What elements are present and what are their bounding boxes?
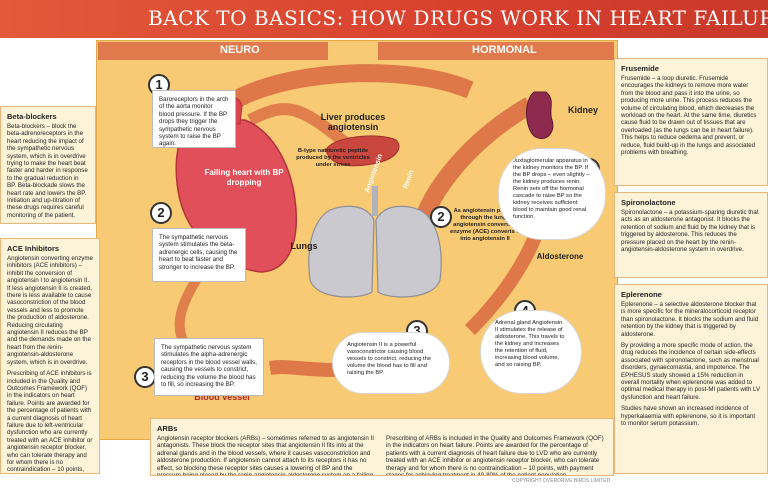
footer-copyright: COPYRIGHT OVERDRIVE BIRDS LIMITED — [512, 478, 611, 484]
step-1-hormonal-cloud: Juxtaglomerular apparatus in the kidney … — [498, 148, 606, 240]
left-lung — [308, 205, 375, 298]
arrow-vessel — [268, 360, 336, 377]
step-3-hormonal-cloud: Angiotensin II is a powerful vasoconstri… — [332, 332, 450, 394]
ace-conversion-label: As angiotensin passes through the lungs … — [450, 208, 520, 242]
step-marker-2-hormonal: 2 — [430, 206, 452, 228]
ace-inhibitors-text: Angiotensin converting enzyme inhibitors… — [7, 255, 93, 366]
hormonal-band — [378, 42, 614, 60]
eplerenone-box: Eplerenone Eplerenone – a selective aldo… — [614, 284, 768, 474]
eplerenone-text: Eplerenone – a selective aldosterone blo… — [621, 301, 759, 338]
ace-inhibitors-box: ACE Inhibitors Angiotensin converting en… — [0, 238, 100, 474]
lungs-label: Lungs — [290, 241, 318, 251]
arbs-text: Angiotensin receptor blockers (ARBs) – s… — [157, 435, 375, 476]
title-banner: BACK TO BASICS: HOW DRUGS WORK IN HEART … — [0, 0, 768, 38]
spironolactone-box: Spironolactone Spironolactone – a potass… — [614, 192, 768, 278]
arbs-box: ARBs Angiotensin receptor blockers (ARBs… — [150, 418, 614, 476]
liver-label: Liver produces angiotensin — [320, 112, 386, 132]
kidney-shape — [526, 91, 554, 140]
eplerenone-potassium-text: Studies have shown an increased incidenc… — [621, 405, 756, 428]
bnp-label: B-type natriuretic peptide produced by t… — [296, 148, 370, 168]
eplerenone-specific-text: By providing a more specific mode of act… — [621, 342, 761, 401]
spironolactone-text: Spironolactone – a potassium-sparing diu… — [621, 209, 759, 254]
spironolactone-title: Spironolactone — [621, 198, 676, 207]
neuro-band — [98, 42, 328, 60]
right-lung — [375, 205, 442, 298]
frusemide-text: Frusemide – a loop diuretic. Frusemide e… — [621, 75, 757, 157]
ace-inhibitors-title: ACE Inhibitors — [7, 244, 60, 253]
beta-blockers-box: Beta-blockers Beta-blockers – block the … — [0, 106, 96, 224]
arbs-qof-text: Prescribing of ARBs is included in the Q… — [386, 435, 604, 476]
trachea — [372, 186, 378, 216]
step-2-neuro-box: The sympathetic nervous system stimulate… — [152, 228, 246, 282]
beta-blockers-text: Beta-blockers – block the beta-adrenorec… — [7, 123, 88, 219]
eplerenone-title: Eplerenone — [621, 290, 662, 299]
aldosterone-label: Aldosterone — [536, 252, 584, 261]
page-title: BACK TO BASICS: HOW DRUGS WORK IN HEART … — [148, 6, 768, 30]
step-marker-2-neuro: 2 — [150, 202, 172, 224]
footer: COPYRIGHT OVERDRIVE BIRDS LIMITED — [0, 476, 768, 488]
step-marker-3-neuro: 3 — [134, 366, 156, 388]
hormonal-label: HORMONAL — [472, 44, 537, 56]
step-3-neuro-box: The sympathetic nervous system stimulate… — [154, 338, 264, 396]
beta-blockers-title: Beta-blockers — [7, 112, 57, 121]
arbs-title: ARBs — [157, 424, 178, 433]
blood-vessel-label: Blood vessel — [194, 392, 250, 402]
frusemide-box: Frusemide Frusemide – a loop diuretic. F… — [614, 58, 768, 186]
liver-shape — [325, 135, 400, 167]
step-4-hormonal-cloud: Adrenal gland Angiotensin II stimulates … — [480, 310, 582, 394]
kidney-label: Kidney — [567, 105, 598, 115]
ace-inhibitors-qof-text: Prescribing of ACE inhibitors is include… — [7, 370, 93, 474]
heart-label: Failing heart with BP dropping — [204, 168, 284, 187]
frusemide-title: Frusemide — [621, 64, 659, 73]
step-1-neuro-box: Baroreceptors in the arch of the aorta m… — [152, 90, 236, 148]
neuro-label: NEURO — [220, 44, 260, 56]
